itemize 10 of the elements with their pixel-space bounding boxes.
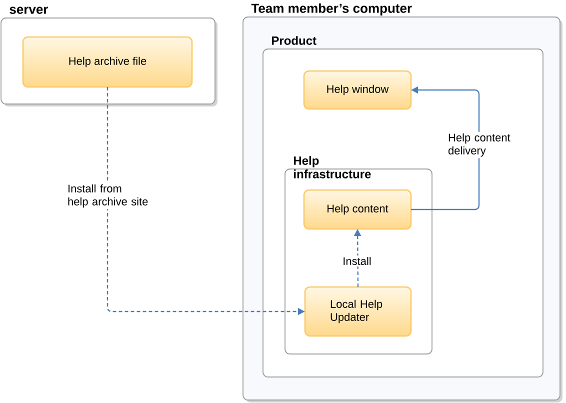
- process-box: Help window: [303, 70, 412, 110]
- process-box: Local Help Updater: [304, 286, 412, 337]
- edge-label: Help content delivery: [446, 132, 514, 158]
- panel-heading: Help infrastructure: [294, 156, 371, 178]
- process-box: Help content: [303, 189, 412, 230]
- panel-heading: Team member’s computer: [251, 3, 412, 16]
- edge-label: Install from help archive site: [66, 182, 151, 210]
- edge-label: Install: [341, 255, 373, 267]
- panel-heading: Product: [272, 36, 316, 45]
- panel-heading: server: [10, 6, 48, 14]
